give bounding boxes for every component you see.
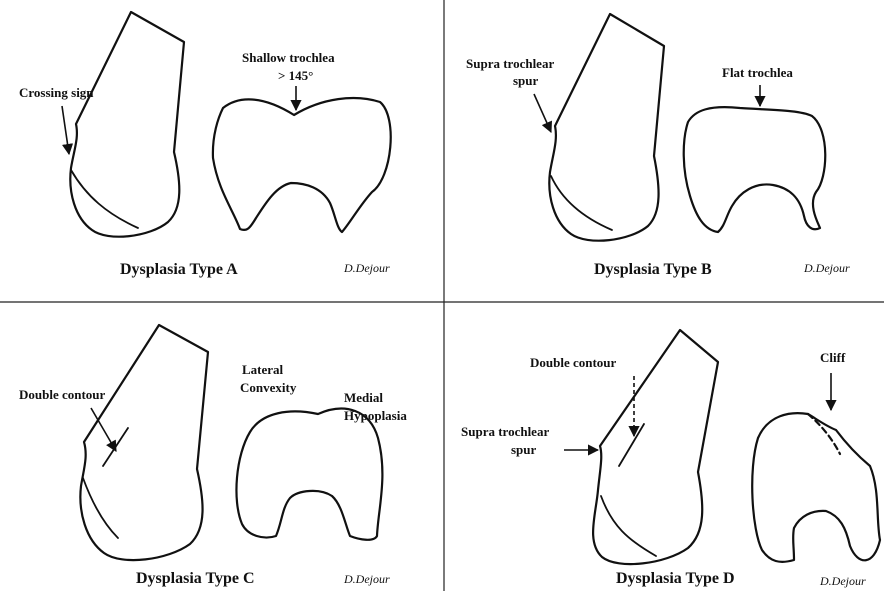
label-medial-2: Hypoplasia [344, 408, 407, 423]
axial-femur-d [752, 413, 880, 562]
panel-type-c: Double contour Lateral Convexity Medial … [19, 325, 407, 587]
panel-type-d: Double contour Supra trochlear spur Clif… [461, 330, 880, 588]
panel-type-b: Supra trochlear spur Flat trochlea Dyspl… [466, 14, 850, 278]
arrow-double-contour-c [91, 408, 116, 451]
label-crossing-sign: Crossing sign [19, 85, 94, 100]
panel-type-a: Crossing sign Shallow trochlea > 145° Dy… [19, 12, 391, 278]
trochlear-line-d [601, 496, 656, 556]
label-cliff: Cliff [820, 350, 846, 365]
label-spur-b-1: Supra trochlear [466, 56, 554, 71]
label-spur-d-2: spur [511, 442, 537, 457]
label-spur-d-1: Supra trochlear [461, 424, 549, 439]
double-contour-line-d [619, 424, 644, 466]
title-type-c: Dysplasia Type C [136, 570, 255, 587]
label-spur-b-2: spur [513, 73, 539, 88]
signature-b: D.Dejour [803, 261, 850, 275]
title-type-a: Dysplasia Type A [120, 261, 238, 278]
signature-c: D.Dejour [343, 572, 390, 586]
label-double-contour-d: Double contour [530, 355, 617, 370]
title-type-b: Dysplasia Type B [594, 261, 712, 278]
signature-d: D.Dejour [819, 574, 866, 588]
label-lateral-1: Lateral [242, 362, 284, 377]
label-medial-1: Medial [344, 390, 383, 405]
label-shallow-angle: > 145° [278, 68, 313, 83]
lateral-femur-a [70, 12, 184, 237]
lateral-femur-b [549, 14, 664, 241]
lateral-femur-c [80, 325, 208, 560]
arrow-spur-b [534, 94, 551, 132]
signature-a: D.Dejour [343, 261, 390, 275]
axial-femur-c [236, 409, 382, 540]
label-flat-trochlea: Flat trochlea [722, 65, 793, 80]
axial-femur-b [684, 107, 826, 232]
arrow-crossing-sign [62, 106, 69, 154]
axial-femur-a [213, 98, 391, 232]
label-lateral-2: Convexity [240, 380, 297, 395]
cliff-dashed-line [808, 414, 840, 454]
trochlear-line-c [83, 478, 118, 538]
label-shallow-trochlea: Shallow trochlea [242, 50, 335, 65]
label-double-contour-c: Double contour [19, 387, 106, 402]
title-type-d: Dysplasia Type D [616, 570, 735, 587]
